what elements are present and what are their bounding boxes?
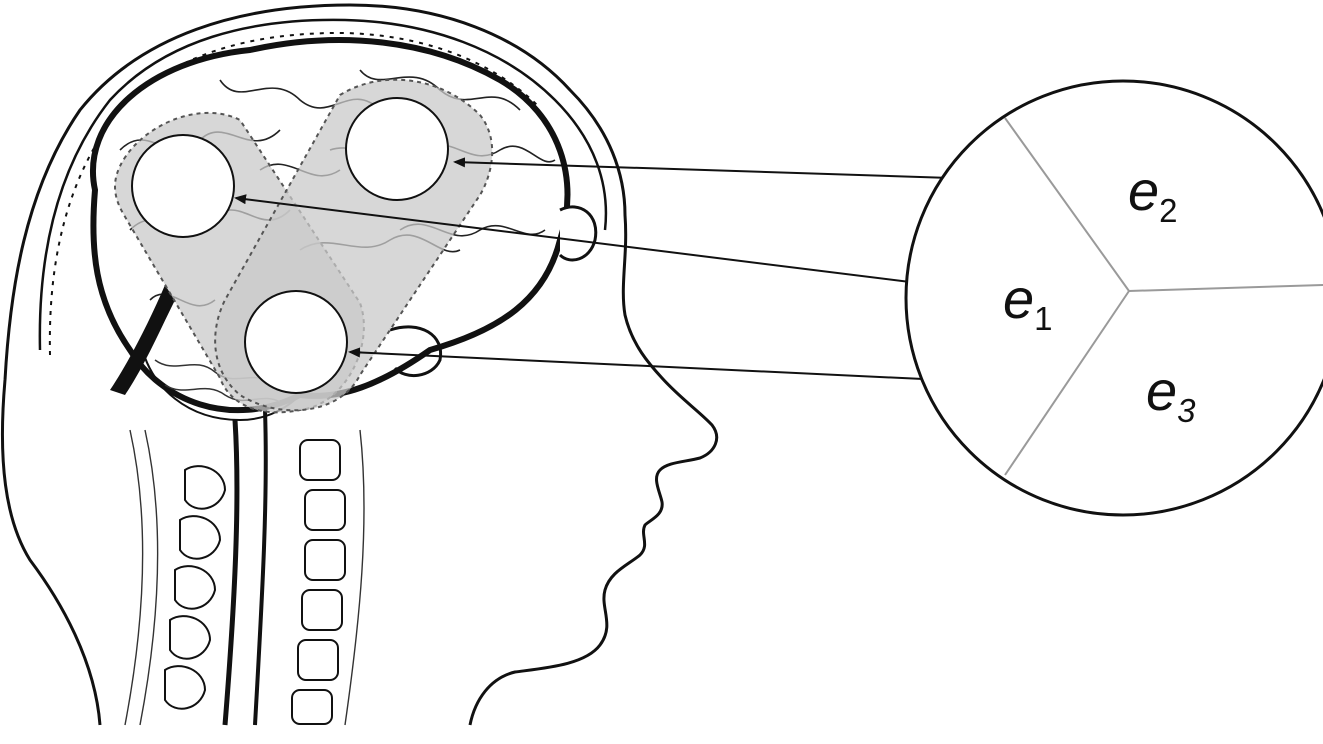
electrode-e3	[245, 291, 347, 393]
electrode-e2	[346, 98, 448, 200]
vertebrae	[165, 440, 345, 724]
partition-circle: e2 e1 e3	[906, 81, 1323, 515]
label-e1-base: e	[1003, 267, 1034, 330]
label-e2-sub: 2	[1159, 192, 1177, 229]
label-e3-base: e	[1146, 359, 1177, 422]
spinal-cord-inner	[255, 410, 266, 725]
label-e2-base: e	[1128, 159, 1159, 222]
partition-circle-outline	[906, 81, 1323, 515]
label-e1-sub: 1	[1034, 300, 1052, 337]
sinus	[560, 207, 596, 260]
label-e3-sub: 3	[1177, 392, 1196, 429]
electrode-e1	[132, 135, 234, 237]
spinal-cord	[225, 420, 237, 725]
